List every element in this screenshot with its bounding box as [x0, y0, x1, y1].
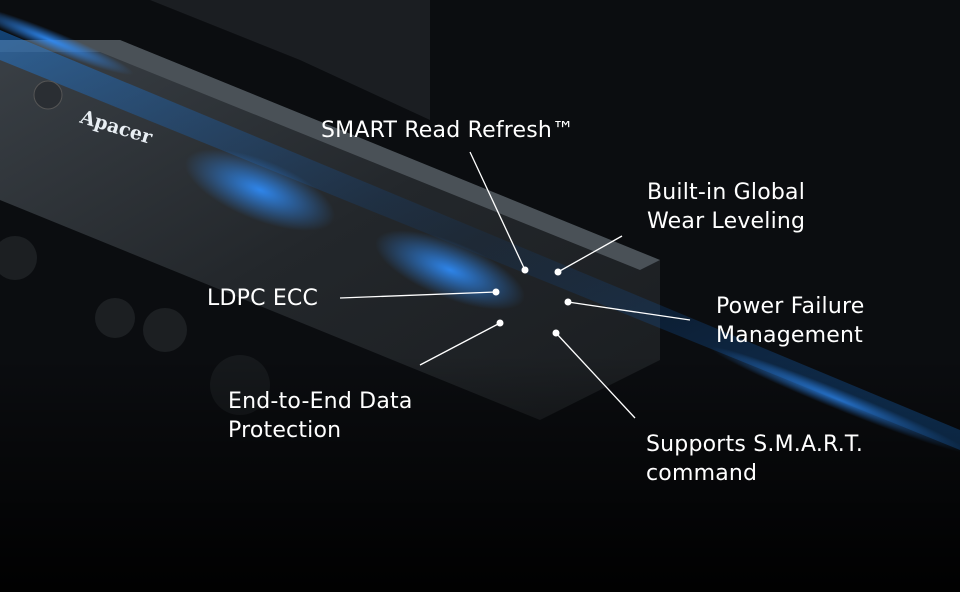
callout-power-failure: Power Failure Management [716, 294, 865, 348]
callout-smart-read-refresh: SMART Read Refresh™ [321, 118, 575, 143]
callout-dots [492, 266, 572, 337]
callout-global-wear-leveling: Built-in Global Wear Leveling [647, 180, 806, 234]
callout-end-to-end: End-to-End Data Protection [228, 389, 413, 443]
callout-ldpc-ecc: LDPC ECC [207, 286, 319, 311]
callout-lines [339, 151, 691, 419]
callout-smart-command: Supports S.M.A.R.T. command [646, 432, 864, 486]
